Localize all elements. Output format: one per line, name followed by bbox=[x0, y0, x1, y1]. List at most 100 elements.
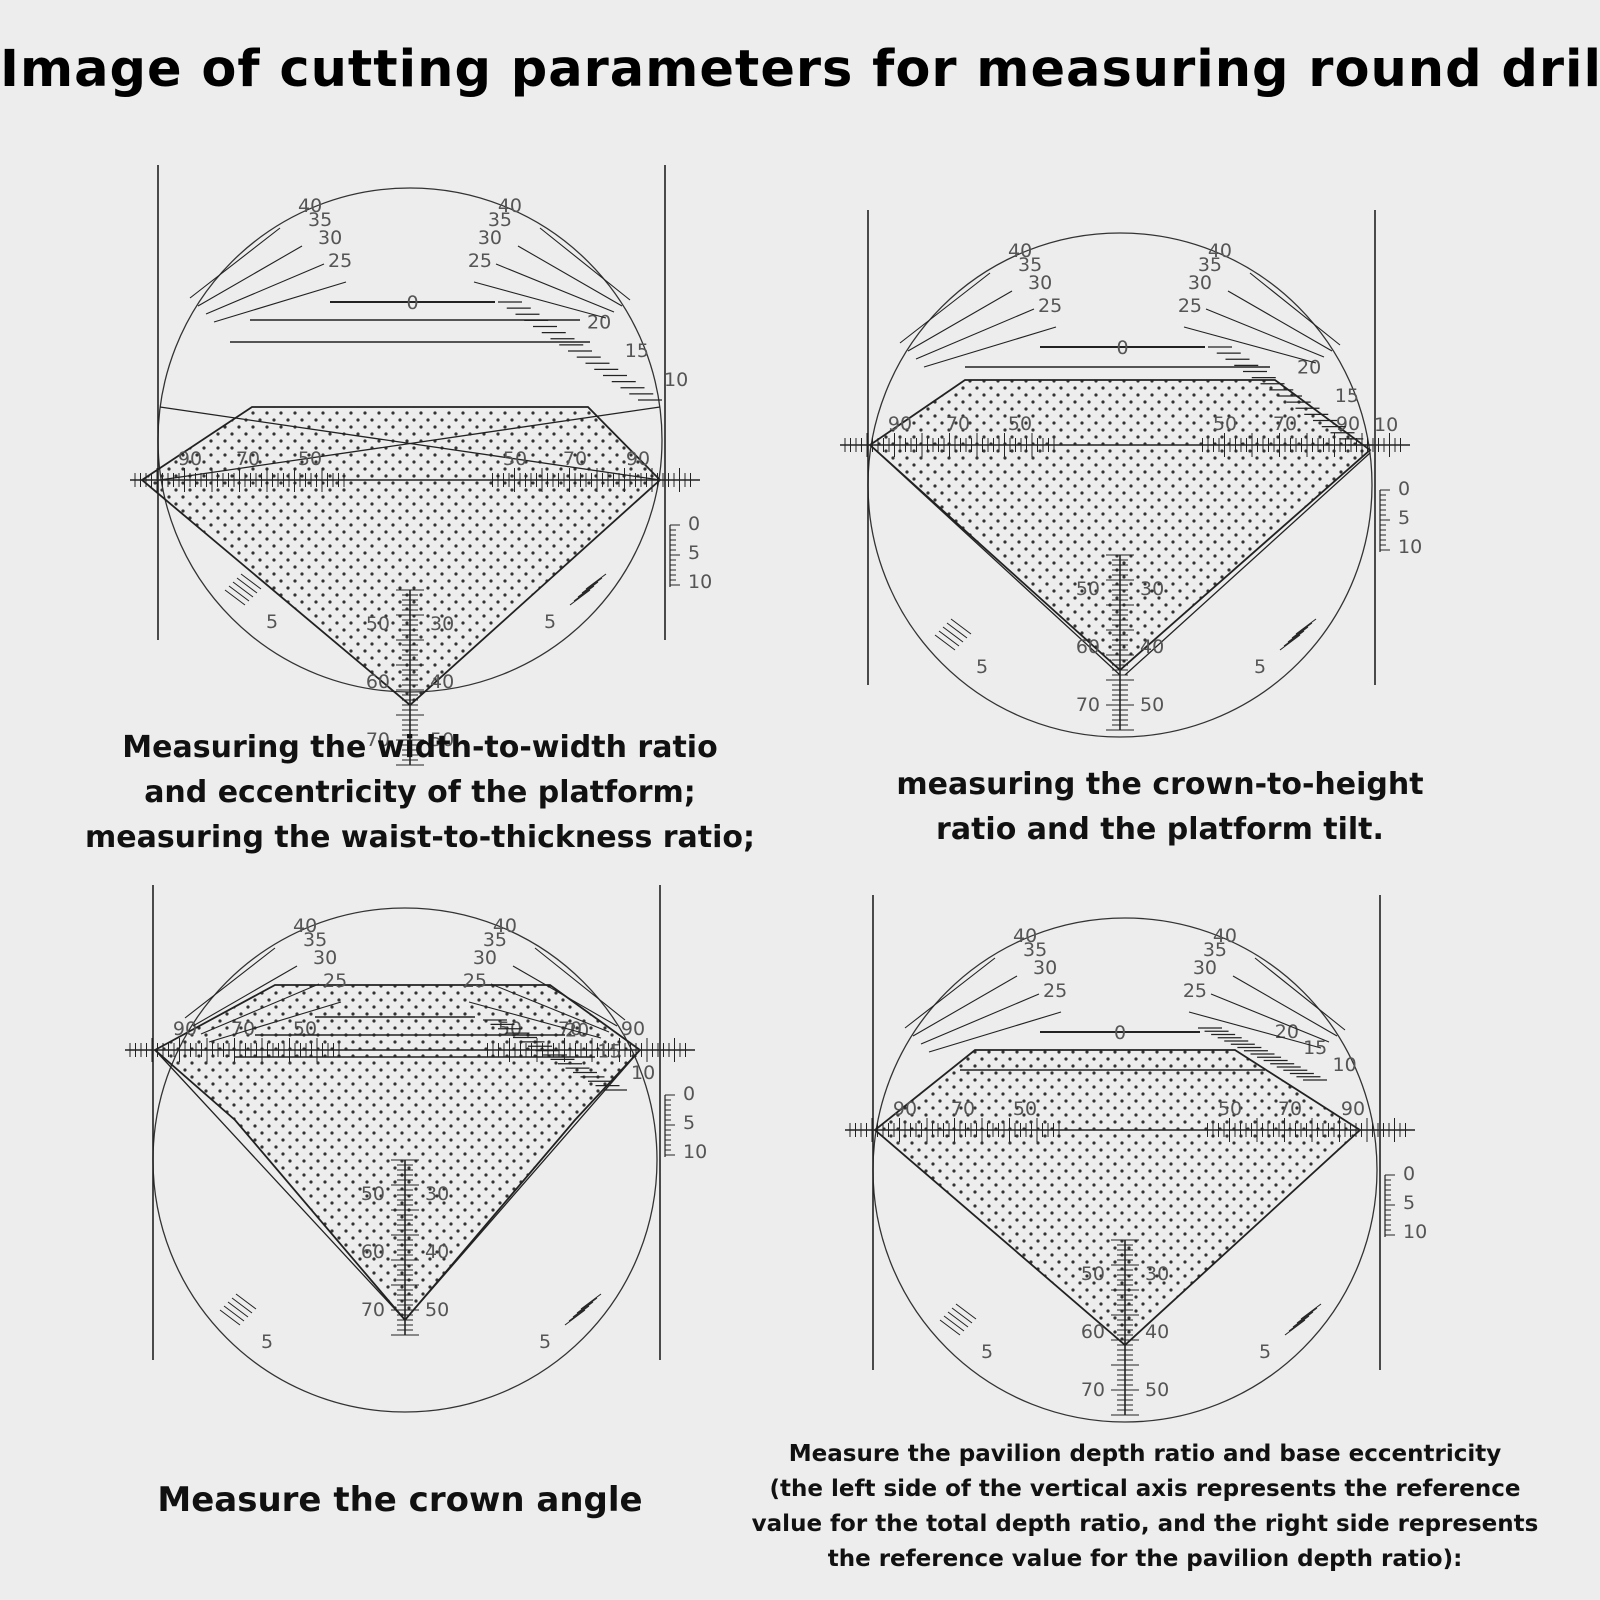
fan-label-right: 30 bbox=[1193, 957, 1217, 979]
tilt-label-left: 5 bbox=[266, 611, 278, 633]
fan-line-right bbox=[534, 947, 626, 1021]
fan-label-right: 25 bbox=[1183, 980, 1207, 1002]
tilt-mark-right bbox=[580, 1293, 602, 1310]
depth-label-right: 30 bbox=[1140, 578, 1164, 600]
depth-label-left: 70 bbox=[1081, 1379, 1105, 1401]
caption-crown-height: measuring the crown-to-height ratio and … bbox=[860, 762, 1460, 852]
fan-label-left: 35 bbox=[1018, 254, 1042, 276]
girdle-scale-label: 90 bbox=[1336, 413, 1360, 435]
depth-label-right: 30 bbox=[430, 613, 454, 635]
girdle-scale-label: 90 bbox=[178, 448, 202, 470]
tilt-mark-left bbox=[228, 585, 250, 602]
tilt-mark-right bbox=[1284, 1319, 1306, 1336]
tilt-mark-left bbox=[223, 1305, 245, 1322]
fan-label-right: 40 bbox=[498, 195, 522, 217]
fan-line-right bbox=[1205, 308, 1325, 358]
fan-line-right bbox=[1249, 272, 1341, 346]
girdle-scale-label: 50 bbox=[1213, 413, 1237, 435]
tilt-mark-left bbox=[236, 577, 258, 594]
tilt-mark-left bbox=[951, 1307, 973, 1324]
fan-line-left bbox=[920, 993, 1040, 1045]
table-scale-label: 10 bbox=[664, 369, 688, 391]
fan-line-left bbox=[197, 245, 303, 307]
tilt-mark-right bbox=[581, 577, 603, 594]
tilt-mark-right bbox=[1295, 618, 1317, 635]
thickness-scale-label: 10 bbox=[688, 571, 712, 593]
thickness-scale-label: 5 bbox=[683, 1112, 695, 1134]
tilt-mark-right bbox=[569, 589, 591, 606]
fan-line-right bbox=[1254, 957, 1346, 1031]
reticle-crown-angle: 9070505070902015104035302540353025051050… bbox=[125, 885, 707, 1413]
thickness-scale-label: 0 bbox=[1403, 1163, 1415, 1185]
tilt-mark-left bbox=[240, 573, 262, 590]
diamond-profile bbox=[868, 379, 1372, 672]
fan-line-left bbox=[200, 983, 320, 1035]
tilt-mark-right bbox=[564, 1309, 586, 1326]
pavilion-line bbox=[154, 1049, 406, 1321]
girdle-scale-label: 70 bbox=[236, 448, 260, 470]
depth-label-right: 50 bbox=[425, 1299, 449, 1321]
caption-line: measuring the crown-to-height bbox=[896, 767, 1424, 802]
fan-label-left: 25 bbox=[1043, 980, 1067, 1002]
tilt-mark-left bbox=[943, 1315, 965, 1332]
fan-label-right: 40 bbox=[1208, 240, 1232, 262]
table-scale-label: 15 bbox=[1303, 1037, 1327, 1059]
fan-label-left: 30 bbox=[1028, 272, 1052, 294]
diamond-profile bbox=[153, 984, 642, 1322]
fan-label-right: 25 bbox=[1178, 295, 1202, 317]
tilt-label-right: 5 bbox=[1259, 1341, 1271, 1363]
depth-label-left: 50 bbox=[366, 613, 390, 635]
caption-line: Measuring the width-to-width ratio bbox=[122, 730, 718, 765]
tilt-mark-right bbox=[1287, 626, 1309, 643]
fan-label-right: 35 bbox=[1198, 254, 1222, 276]
fan-line-right bbox=[539, 227, 631, 301]
tilt-mark-right bbox=[1288, 1315, 1310, 1332]
pavilion-line bbox=[869, 444, 1121, 676]
fan-label-left: 40 bbox=[293, 915, 317, 937]
caption-line: Measure the pavilion depth ratio and bas… bbox=[788, 1441, 1502, 1467]
tilt-mark-right bbox=[1283, 630, 1305, 647]
fan-line-right bbox=[517, 245, 623, 307]
girdle-scale-label: 70 bbox=[951, 1098, 975, 1120]
tilt-label-left: 5 bbox=[261, 1331, 273, 1353]
fan-line-right bbox=[1188, 1011, 1322, 1049]
tilt-mark-right bbox=[1300, 1303, 1322, 1320]
fan-label-right: 25 bbox=[463, 970, 487, 992]
fan-line-left bbox=[192, 965, 298, 1027]
tilt-mark-left bbox=[232, 581, 254, 598]
table-scale-label: 20 bbox=[565, 1020, 589, 1042]
thickness-scale-label: 0 bbox=[1398, 478, 1410, 500]
thickness-scale-label: 5 bbox=[688, 542, 700, 564]
fan-label-left: 40 bbox=[1008, 240, 1032, 262]
thickness-scale-label: 5 bbox=[1403, 1192, 1415, 1214]
depth-label-left: 60 bbox=[1076, 636, 1100, 658]
depth-label-left: 60 bbox=[366, 671, 390, 693]
table-scale-label: 10 bbox=[1333, 1054, 1357, 1076]
fan-line-left bbox=[189, 227, 281, 299]
diamond-profile bbox=[873, 1049, 1362, 1347]
depth-label-left: 50 bbox=[1081, 1263, 1105, 1285]
fan-label-right: 30 bbox=[473, 947, 497, 969]
table-scale-label: 15 bbox=[625, 340, 649, 362]
caption-pavilion-depth: Measure the pavilion depth ratio and bas… bbox=[745, 1437, 1545, 1577]
tilt-mark-left bbox=[227, 1301, 249, 1318]
tilt-mark-left bbox=[950, 618, 972, 635]
girdle-scale-label: 90 bbox=[621, 1018, 645, 1040]
fan-line-left bbox=[923, 326, 1057, 368]
tilt-mark-right bbox=[585, 573, 607, 590]
fan-label-right: 40 bbox=[493, 915, 517, 937]
fan-label-right: 25 bbox=[468, 250, 492, 272]
depth-label-right: 30 bbox=[1145, 1263, 1169, 1285]
fan-line-right bbox=[1227, 290, 1333, 352]
girdle-scale-label: 70 bbox=[1273, 413, 1297, 435]
fan-line-left bbox=[912, 975, 1018, 1037]
table-scale-label: 0 bbox=[1116, 337, 1128, 359]
fan-line-left bbox=[213, 281, 347, 323]
depth-label-left: 50 bbox=[1076, 578, 1100, 600]
fan-label-right: 35 bbox=[483, 929, 507, 951]
fan-label-left: 30 bbox=[313, 947, 337, 969]
depth-label-left: 70 bbox=[1076, 694, 1100, 716]
table-scale-label: 15 bbox=[1335, 385, 1359, 407]
